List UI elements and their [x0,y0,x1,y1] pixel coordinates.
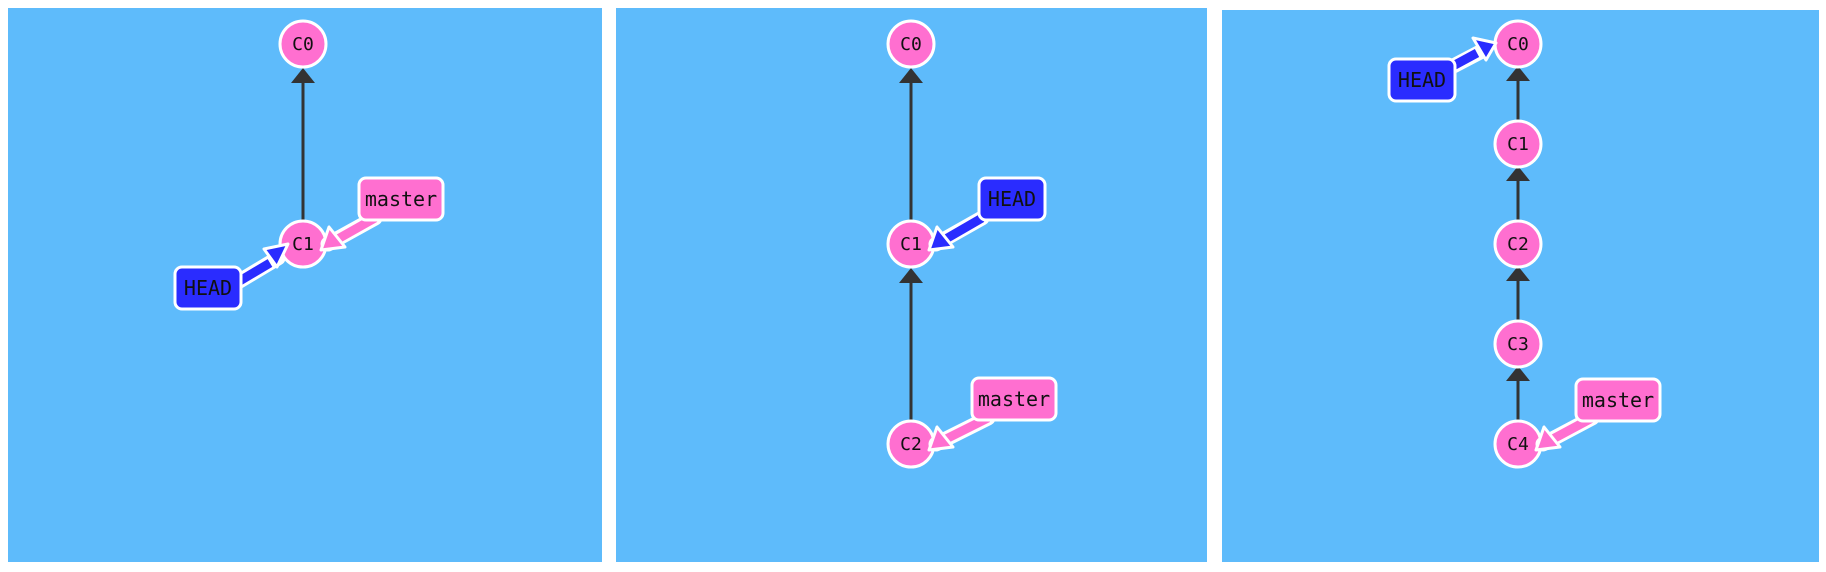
commit-c0-label: C0 [292,34,314,55]
commit-c1: C1 [1493,119,1543,169]
ref-master-box: master [1574,377,1662,423]
commit-c4: C4 [1493,419,1543,469]
ref-head-box: HEAD [1387,57,1457,103]
commit-c2-label: C2 [1507,234,1529,255]
ref-head-label: HEAD [1398,68,1446,92]
commit-c1-label: C1 [292,234,314,255]
commit-c1: C1 [886,219,936,269]
commit-c3-label: C3 [1507,334,1529,355]
commit-c0: C0 [886,19,936,69]
diagram-panel-2: C0 C1 C2 HEAD master [616,8,1207,562]
commit-c0: C0 [278,19,328,69]
commit-c2: C2 [886,419,936,469]
ref-head-label: HEAD [184,276,232,300]
ref-arrow-master [1534,410,1600,452]
edge-c2-c1 [1506,166,1530,220]
panel-1-graph: C0 C1 master HEAD [173,19,445,311]
ref-master-box: master [970,376,1058,422]
ref-arrow-master [319,210,383,252]
edge-c3-c2 [1506,266,1530,320]
commit-c2-label: C2 [900,434,922,455]
ref-master-label: master [1582,388,1654,412]
ref-head-label: HEAD [988,187,1036,211]
edge-c1-c0 [899,68,923,220]
panel-2-graph: C0 C1 C2 HEAD master [886,19,1058,469]
ref-master-box: master [357,176,445,222]
panel-3-graph: C0 C1 C2 C3 C4 HEAD [1387,19,1662,469]
commit-c0-label: C0 [900,34,922,55]
edge-c1-c0 [1506,66,1530,120]
ref-head-box: HEAD [977,176,1047,222]
ref-arrow-master [927,410,996,452]
diagram-panel-1: C0 C1 master HEAD [8,8,602,562]
ref-arrow-head [927,210,990,252]
commit-c1-label: C1 [1507,134,1529,155]
ref-head-box: HEAD [173,265,243,311]
diagram-panel-3: C0 C1 C2 C3 C4 HEAD [1222,10,1819,562]
edge-c2-c1 [899,268,923,420]
ref-master-label: master [365,187,437,211]
commit-c2: C2 [1493,219,1543,269]
commit-c0: C0 [1493,19,1543,69]
commit-c1-label: C1 [900,234,922,255]
commit-c4-label: C4 [1507,434,1529,455]
edge-c1-c0 [291,68,315,220]
edge-c4-c3 [1506,366,1530,420]
ref-master-label: master [978,387,1050,411]
commit-c3: C3 [1493,319,1543,369]
commit-c0-label: C0 [1507,34,1529,55]
